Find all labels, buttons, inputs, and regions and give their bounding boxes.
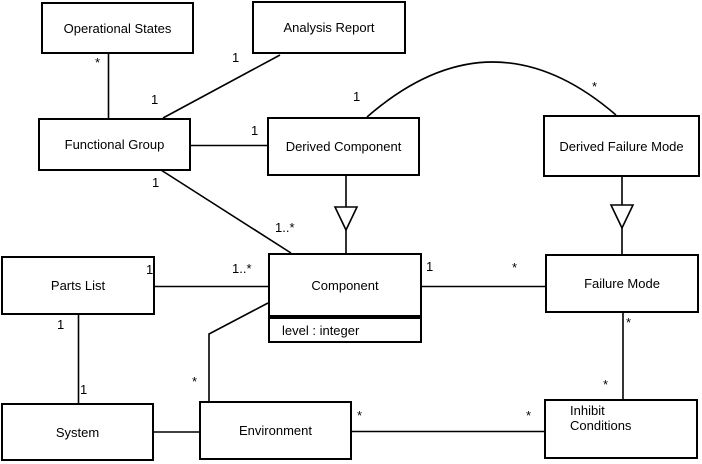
class-label: Failure Mode [584,276,660,291]
multiplicity-os-end: * [95,55,101,70]
class-system[interactable]: System [1,403,154,461]
class-label: Parts List [50,278,106,293]
multiplicity-env-end-ic: * [357,408,363,423]
class-label: Inhibit Conditions [570,403,632,433]
association-line-comp-env [208,302,269,401]
class-inhibit-conditions[interactable]: Inhibit Conditions [544,399,698,459]
multiplicity-pl-end-sys: 1 [57,317,65,332]
multiplicity-dfm-end-arc: * [592,79,598,94]
multiplicity-dc-end-arc: 1 [353,89,361,104]
attribute-label: level : integer [282,322,360,338]
class-derived-failure-mode[interactable]: Derived Failure Mode [543,115,700,177]
class-label: Derived Failure Mode [559,138,684,154]
class-label: Analysis Report [283,20,375,35]
association-line-fg-comp [160,169,292,254]
class-functional-group[interactable]: Functional Group [38,118,191,171]
class-parts-list[interactable]: Parts List [1,256,155,315]
multiplicity-comp-end-pl: 1..* [232,261,252,276]
class-environment[interactable]: Environment [199,401,352,460]
class-label: System [55,424,100,440]
multiplicity-fm-end-comp: * [512,260,518,275]
association-arc-dc-dfm [366,61,617,118]
multiplicity-comp-end-fm: 1 [426,259,434,274]
class-failure-mode[interactable]: Failure Mode [545,254,699,313]
class-label: Environment [239,423,312,438]
multiplicity-comp-end-fg: 1..* [275,220,295,235]
class-derived-component[interactable]: Derived Component [267,117,420,176]
multiplicity-ar-end: 1 [232,50,240,65]
multiplicity-pl-end-comp: 1 [146,262,154,277]
multiplicity-fg-end-ar: 1 [151,92,159,107]
class-operational-states[interactable]: Operational States [41,2,194,54]
association-line-ar-fg [162,54,281,119]
multiplicity-ic-end-fm: * [603,377,609,392]
multiplicity-ic-end-env: * [526,408,532,423]
class-label: Operational States [63,20,172,36]
class-label: Functional Group [64,137,165,152]
class-analysis-report[interactable]: Analysis Report [252,1,406,54]
class-component[interactable]: Component [268,253,422,317]
class-label: Derived Component [285,139,402,154]
multiplicity-env-end-comp: * [192,374,198,389]
generalization-arrow-dfm-fm [609,204,635,230]
multiplicity-sys-end-pl: 1 [80,382,88,397]
class-label: Component [311,277,379,293]
class-component-attributes[interactable]: level : integer [268,317,422,343]
multiplicity-fg-end-comp: 1 [152,175,160,190]
generalization-arrow-dc-comp [333,206,359,232]
multiplicity-fm-end-ic: * [626,315,632,330]
multiplicity-dc-end-fg: 1 [251,123,259,138]
